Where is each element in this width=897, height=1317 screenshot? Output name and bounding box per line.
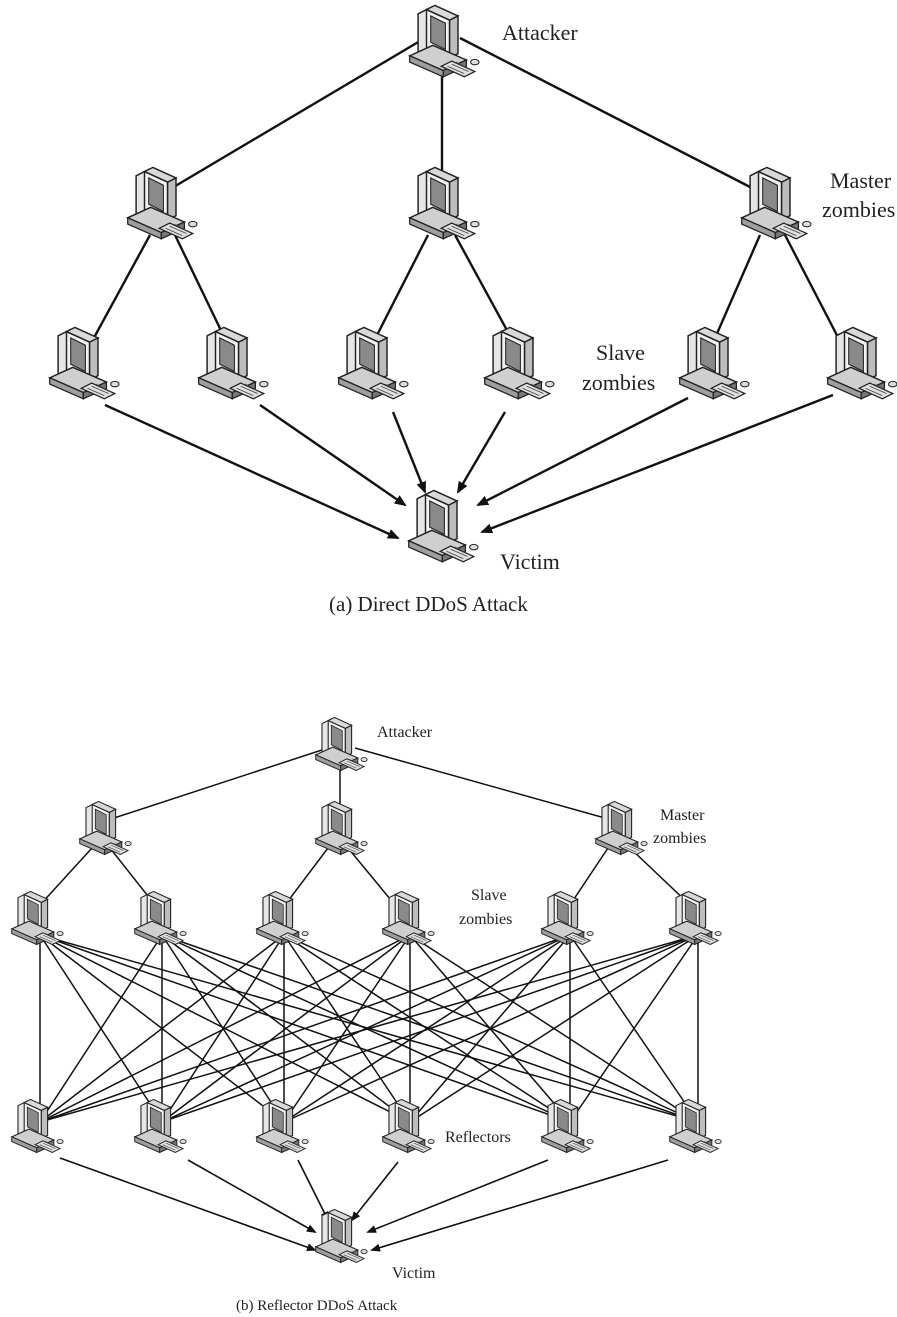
mesh-edge-slave3-reflector1 — [39, 934, 285, 1123]
b-master-zombie-computer-1 — [79, 800, 132, 856]
mesh-edge-slave5-reflector2 — [161, 934, 571, 1123]
b-reflector-computer-6 — [669, 1098, 722, 1154]
slave-zombie-computer-4 — [483, 326, 555, 400]
b-master-zombie-computer-3 — [595, 800, 648, 856]
arrow-b-reflector2-victim — [187, 1159, 317, 1233]
b-slave-zombie-computer-1 — [11, 890, 64, 946]
edge-master1-slave2 — [173, 234, 230, 346]
arrow-b-reflector1-victim — [59, 1157, 317, 1252]
arrow-b-reflector5-victim — [366, 1159, 549, 1233]
caption-b: (b) Reflector DDoS Attack — [236, 1298, 398, 1314]
mesh-edge-slave6-reflector4 — [409, 934, 699, 1123]
mesh-edge-slave6-reflector1 — [39, 934, 699, 1123]
mesh-edge-slave5-reflector1 — [39, 934, 571, 1123]
edge-b-attacker-master-1 — [107, 747, 329, 821]
edge-b-master2-slave4 — [347, 847, 396, 906]
mesh-edge-slave5-reflector3 — [283, 934, 571, 1123]
master-zombies-label-line1: Master — [830, 168, 892, 193]
b-victim-label: Victim — [392, 1265, 436, 1282]
edge-b-master3-slave5 — [569, 847, 609, 906]
slave-zombies-label-line1: Slave — [596, 340, 645, 365]
b-slave-zombie-computer-5 — [541, 890, 594, 946]
slave-zombie-computer-6 — [826, 326, 897, 400]
b-slave-zombie-computer-4 — [382, 890, 435, 946]
arrow-slave6-victim — [480, 393, 834, 534]
b-slave-zombies-label-line2: zombies — [459, 911, 512, 928]
slave-zombie-computer-3 — [337, 326, 409, 400]
b-master-zombie-computer-2 — [315, 800, 368, 856]
slave-reflector-mesh — [39, 934, 699, 1123]
attacker-label: Attacker — [502, 20, 578, 45]
b-reflector-computer-3 — [256, 1098, 309, 1154]
slave-zombie-computer-5 — [678, 326, 750, 400]
mesh-edge-slave4-reflector3 — [283, 934, 411, 1123]
arrow-b-reflector3-victim — [297, 1159, 329, 1222]
mesh-edge-slave4-reflector2 — [161, 934, 411, 1123]
master-zombie-computer-3 — [740, 166, 812, 240]
arrow-slave5-victim — [476, 396, 689, 507]
caption-a: (a) Direct DDoS Attack — [329, 592, 528, 616]
diagram-b: Attacker Master zombies Slave zombies Re… — [11, 716, 722, 1314]
b-slave-zombie-computer-6 — [669, 890, 722, 946]
edge-b-master2-slave3 — [284, 847, 329, 906]
master-zombies-label-line2: zombies — [822, 197, 895, 222]
b-reflector-computer-4 — [382, 1098, 435, 1154]
b-slave-zombie-computer-3 — [256, 890, 309, 946]
mesh-edge-slave6-reflector2 — [161, 934, 699, 1123]
arrow-b-reflector6-victim — [370, 1159, 669, 1252]
b-master-zombies-label-line2: zombies — [653, 830, 706, 847]
arrow-slave2-victim — [259, 404, 407, 507]
b-attacker-label: Attacker — [377, 724, 433, 741]
b-reflector-computer-1 — [11, 1098, 64, 1154]
edge-attacker-master-1 — [171, 36, 426, 190]
edge-b-attacker-master-3 — [354, 747, 613, 821]
arrow-b-reflector4-victim — [350, 1161, 399, 1222]
b-attacker-computer — [315, 716, 368, 772]
mesh-edge-slave6-reflector5 — [569, 934, 699, 1123]
edge-master2-slave3 — [370, 234, 430, 346]
slave-zombie-computer-2 — [197, 326, 269, 400]
mesh-edge-slave6-reflector3 — [283, 934, 699, 1123]
mesh-edge-slave2-reflector1 — [39, 934, 163, 1123]
edge-master3-slave5 — [710, 234, 762, 346]
mesh-edge-slave4-reflector1 — [39, 934, 411, 1123]
b-reflectors-label: Reflectors — [445, 1129, 511, 1146]
victim-label: Victim — [500, 549, 560, 574]
edge-master1-slave1 — [88, 234, 152, 346]
edge-attacker-master-3 — [459, 36, 753, 190]
arrow-slave3-victim — [391, 411, 427, 494]
mesh-edge-slave3-reflector2 — [161, 934, 285, 1123]
arrow-slave4-victim — [456, 411, 507, 494]
slave-zombie-computer-1 — [48, 326, 120, 400]
b-victim-computer — [315, 1208, 368, 1264]
slave-zombies-label-line2: zombies — [582, 370, 655, 395]
b-reflector-computer-2 — [134, 1098, 187, 1154]
b-slave-zombie-computer-2 — [134, 890, 187, 946]
victim-computer — [407, 489, 479, 563]
b-slave-zombies-label-line1: Slave — [471, 887, 507, 904]
b-master-zombies-label-line1: Master — [660, 807, 705, 824]
master-zombie-computer-2 — [408, 166, 480, 240]
edge-master2-slave4 — [453, 234, 517, 346]
diagram-a: Attacker Master zombies Slave zombies Vi… — [48, 4, 897, 616]
arrow-slave1-victim — [104, 403, 400, 540]
edge-b-master1-slave1 — [39, 847, 93, 906]
b-reflector-computer-5 — [541, 1098, 594, 1154]
edge-master3-slave6 — [783, 234, 844, 346]
